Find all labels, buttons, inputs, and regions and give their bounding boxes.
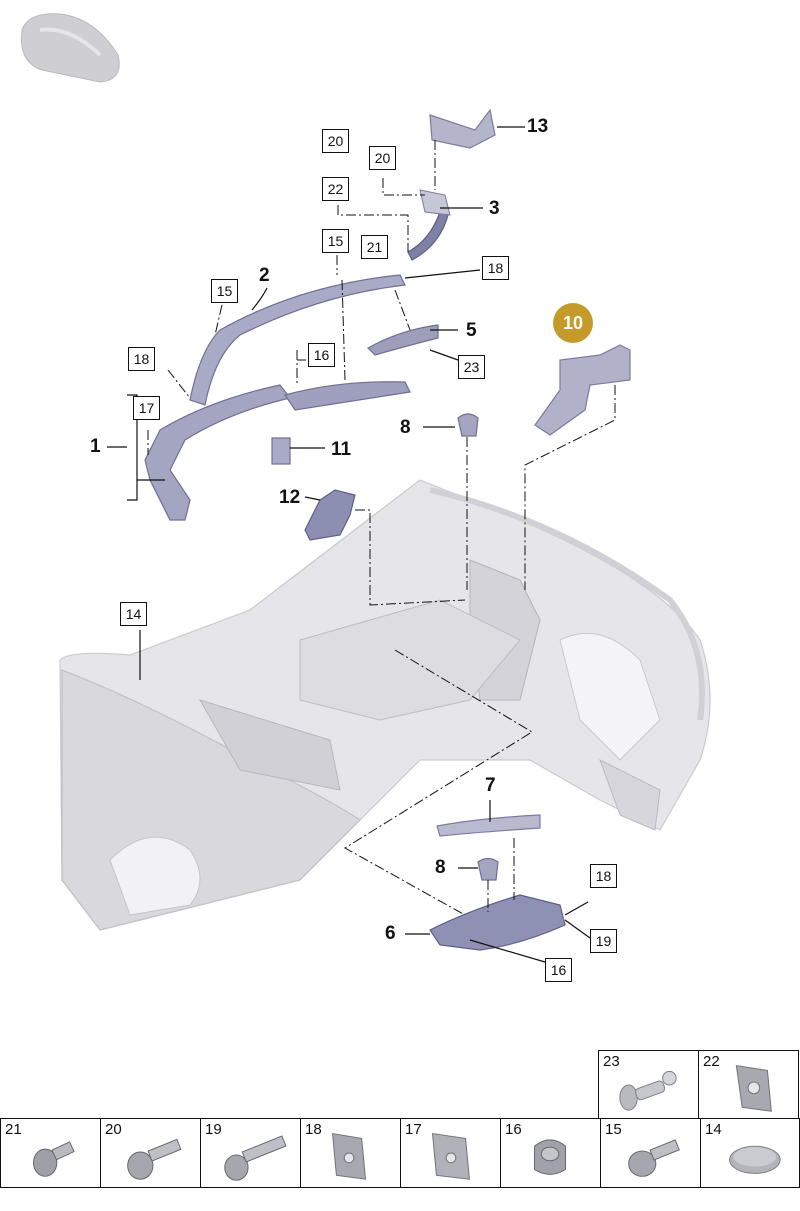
legend-number: 21 — [5, 1121, 22, 1138]
part-1-bracket — [144, 384, 292, 521]
part-3-bracket — [407, 189, 451, 261]
legend-number: 19 — [205, 1121, 222, 1138]
box-callout-23: 23 — [458, 355, 485, 379]
legend-number: 20 — [105, 1121, 122, 1138]
callout-7: 7 — [485, 775, 496, 796]
legend-cell-14: 14 — [700, 1118, 800, 1188]
legend-cell-15: 15 — [600, 1118, 701, 1188]
legend-number: 15 — [605, 1121, 622, 1138]
callout-5: 5 — [466, 320, 477, 341]
flange-bolt-icon — [127, 1138, 182, 1180]
torx-screw-icon — [628, 1139, 680, 1177]
legend-cell-16: 16 — [500, 1118, 601, 1188]
box-callout-21: 21 — [361, 235, 388, 259]
box-callout-18b: 18 — [128, 347, 155, 371]
callout-6: 6 — [385, 923, 396, 944]
part-8-clip-lower — [477, 857, 499, 881]
box-callout-16b: 16 — [545, 958, 572, 982]
plug-cap-icon — [729, 1145, 781, 1174]
part-7-rail — [436, 814, 541, 837]
spring-clip-icon — [431, 1133, 470, 1180]
part-13-bracket — [429, 108, 496, 149]
body-shell — [59, 479, 711, 931]
guide-lines — [147, 140, 616, 916]
part-2-pillar — [189, 274, 406, 406]
part-16-strip — [284, 381, 411, 411]
legend-cell-22: 22 — [698, 1050, 799, 1119]
box-callout-20a: 20 — [322, 129, 349, 153]
legend-number: 16 — [505, 1121, 522, 1138]
legend-number: 23 — [603, 1053, 620, 1070]
box-callout-18c: 18 — [590, 864, 617, 888]
callout-13: 13 — [527, 116, 549, 137]
legend-number: 22 — [703, 1053, 720, 1070]
legend-cell-20: 20 — [100, 1118, 201, 1188]
legend-cell-19: 19 — [200, 1118, 301, 1188]
part-6-housing — [429, 894, 566, 951]
clip-plate-icon — [331, 1132, 367, 1180]
callout-2: 2 — [259, 265, 270, 286]
legend-cell-17: 17 — [400, 1118, 501, 1188]
callout-1: 1 — [90, 436, 101, 457]
legend-cell-18: 18 — [300, 1118, 401, 1188]
legend-cell-21: 21 — [0, 1118, 101, 1188]
part-10-support — [534, 344, 631, 436]
leader-lines — [107, 126, 591, 963]
part-12-support — [304, 489, 356, 541]
box-callout-15a: 15 — [322, 229, 349, 253]
long-bolt-icon — [224, 1135, 287, 1181]
box-callout-20b: 20 — [369, 146, 396, 170]
part-8-clip-upper — [457, 413, 479, 437]
box-callout-18a: 18 — [482, 256, 509, 280]
box-callout-16a: 16 — [308, 343, 335, 367]
box-callout-22: 22 — [322, 177, 349, 201]
box-callout-15b: 15 — [211, 279, 238, 303]
box-callout-17: 17 — [133, 396, 160, 420]
callout-8-upper: 8 — [400, 417, 411, 438]
callout-3: 3 — [489, 198, 500, 219]
legend-cell-23: 23 — [598, 1050, 699, 1119]
callout-badge-10: 10 — [553, 303, 593, 343]
part-5-trim — [367, 324, 439, 356]
push-rivet-icon — [619, 1070, 677, 1111]
legend-number: 17 — [405, 1121, 422, 1138]
legend-number: 18 — [305, 1121, 322, 1138]
nut-icon — [533, 1139, 567, 1175]
car-thumbnail-icon — [20, 13, 120, 83]
callout-12: 12 — [279, 487, 301, 508]
callout-11: 11 — [331, 439, 352, 460]
part-11-clip — [271, 437, 291, 465]
box-callout-14: 14 — [120, 602, 147, 626]
hex-bolt-short-icon — [33, 1141, 75, 1177]
callout-8-lower: 8 — [435, 857, 446, 878]
legend-number: 14 — [705, 1121, 722, 1138]
box-callout-19: 19 — [590, 929, 617, 953]
clip-nut-icon — [735, 1064, 772, 1112]
